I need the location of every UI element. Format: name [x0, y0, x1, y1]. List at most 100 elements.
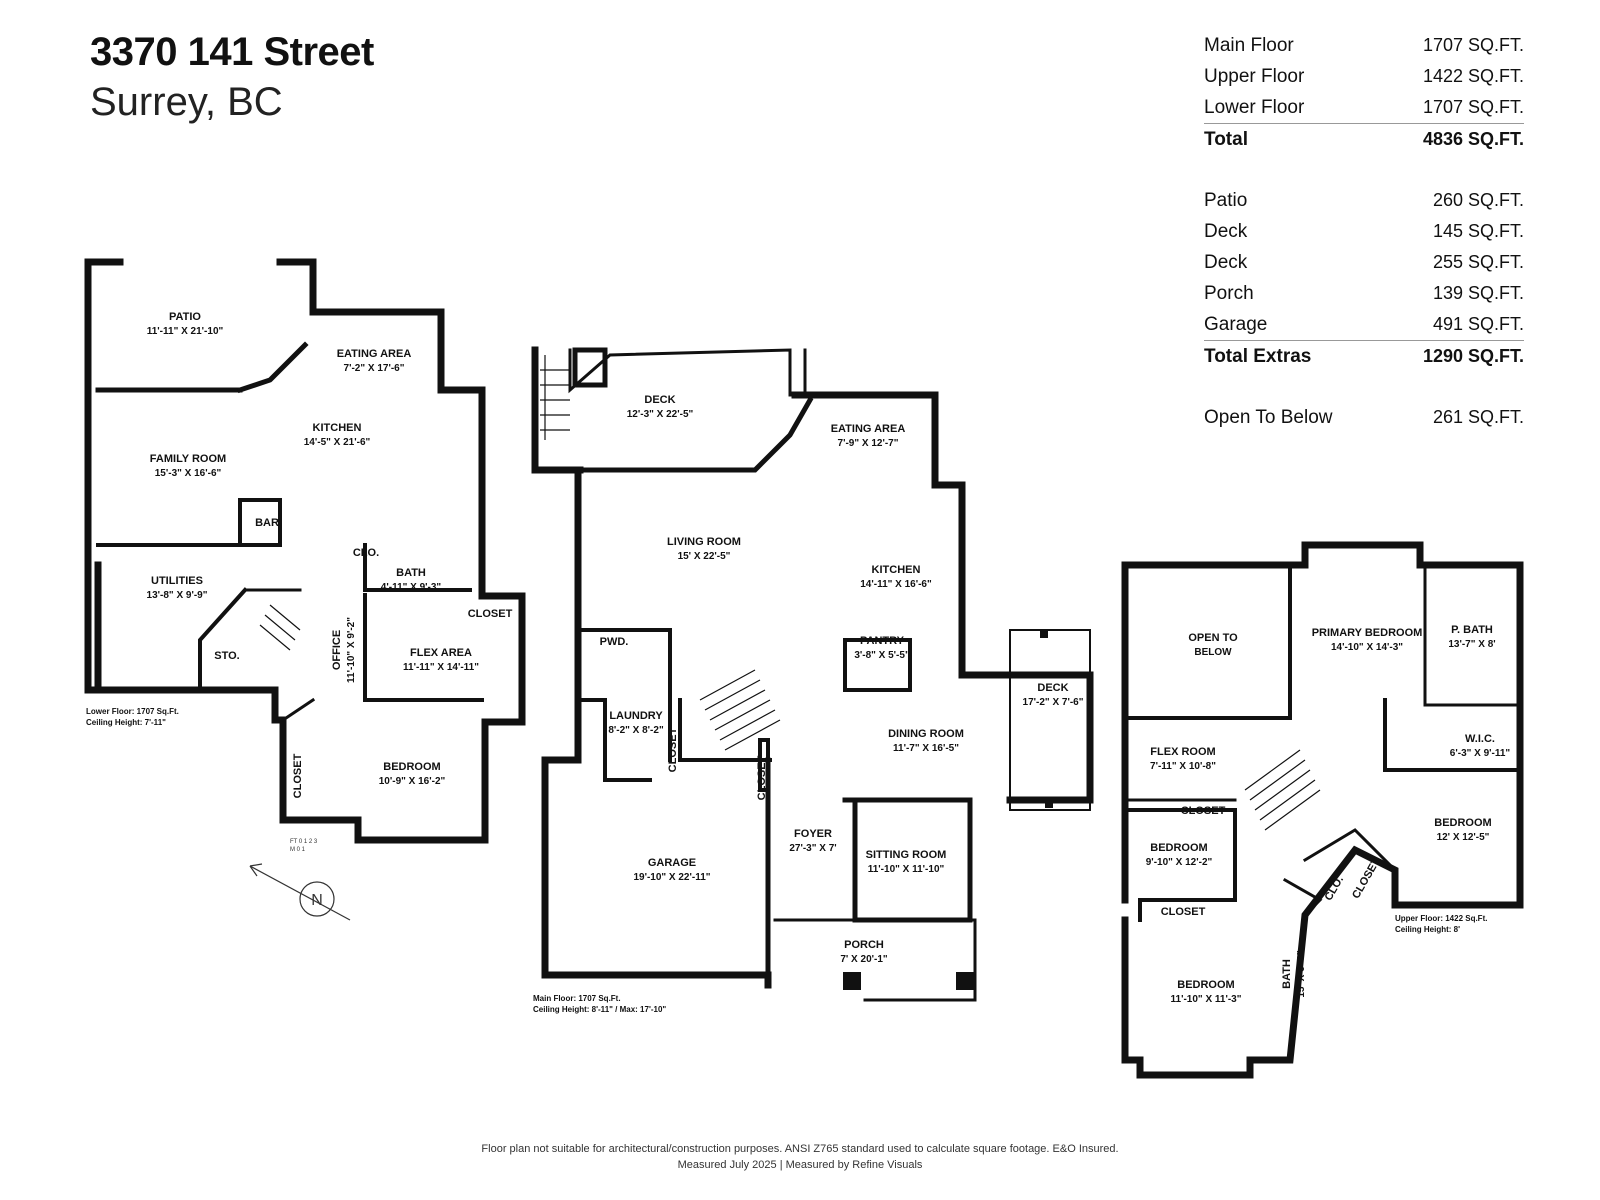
- lower-floor-sqft: Lower Floor: 1707 Sq.Ft.: [86, 707, 179, 716]
- room-name: CLOSET: [468, 608, 513, 620]
- room-name: STO.: [214, 650, 239, 662]
- room-name: PRIMARY BEDROOM: [1312, 627, 1423, 639]
- room-label-closet: CLOSET: [1181, 805, 1226, 817]
- room-name: BEDROOM: [1434, 817, 1491, 829]
- room-name: PWD.: [600, 636, 629, 648]
- total-value: 4836 SQ.FT.: [1422, 129, 1524, 149]
- room-name: BATH: [1281, 959, 1293, 989]
- room-dimensions: 11'-10" X 9'-2": [346, 617, 357, 683]
- room-name: P. BATH: [1451, 624, 1493, 636]
- room-label-w-i-c: W.I.C.6'-3" X 9'-11": [1450, 733, 1511, 759]
- room-label-closet: CLOSET: [756, 755, 768, 800]
- room-name: OPEN TO: [1188, 632, 1238, 644]
- room-label-clo: CLO.: [353, 547, 379, 559]
- address-title: 3370 141 Street: [90, 30, 374, 74]
- room-dimensions: 7'-9" X 12'-7": [838, 438, 899, 449]
- room-label-closet: CLOSET: [667, 727, 679, 772]
- main-floor-sqft: Main Floor: 1707 Sq.Ft.: [533, 994, 621, 1003]
- room-name: BEDROOM: [383, 761, 440, 773]
- north-compass: [249, 863, 351, 921]
- footer-disclaimer: Floor plan not suitable for architectura…: [481, 1143, 1119, 1155]
- room-dimensions: 17'-2" X 7'-6": [1023, 697, 1084, 708]
- room-name: BATH: [396, 567, 426, 579]
- extra-value: 139 SQ.FT.: [1432, 283, 1524, 303]
- room-dimensions: 14'-10" X 14'-3": [1331, 642, 1403, 653]
- room-label-sto: STO.: [214, 650, 239, 662]
- room-name: LAUNDRY: [609, 710, 663, 722]
- upper-floor-note: Upper Floor: 1422 Sq.Ft. Ceiling Height:…: [1395, 913, 1487, 935]
- main-floor-note: Main Floor: 1707 Sq.Ft. Ceiling Height: …: [533, 993, 666, 1015]
- open-below-label: Open To Below: [1204, 406, 1333, 428]
- extra-value: 145 SQ.FT.: [1432, 221, 1524, 241]
- room-dimensions: 13'-7" X 8': [1448, 639, 1495, 650]
- room-name: BEDROOM: [1150, 842, 1207, 854]
- room-label-bedroom: BEDROOM 9'-10" X 12'-2": [1146, 842, 1213, 868]
- room-name: CLO.: [353, 547, 379, 559]
- room-dimensions: 10'-9" X 16'-2": [379, 776, 446, 787]
- room-dimensions: 27'-3" X 7': [789, 843, 836, 854]
- room-name: DECK: [644, 394, 675, 406]
- room-name: BEDROOM: [1177, 979, 1234, 991]
- stairs-main: [259, 355, 1321, 831]
- room-name: FLEX AREA: [410, 647, 472, 659]
- room-name: CLOSET: [1161, 906, 1206, 918]
- room-name: PANTRY: [860, 635, 905, 647]
- porch-post: [956, 972, 974, 990]
- room-dimensions: 11'-10" X 11'-10": [868, 864, 945, 875]
- room-dimensions: 7'-11" X 10'-8": [1150, 761, 1216, 772]
- extra-value: 260 SQ.FT.: [1432, 190, 1524, 210]
- room-label-closet: CLOSET: [292, 753, 304, 798]
- room-dimensions: 12'-3" X 22'-5": [627, 409, 694, 420]
- room-dimensions: 6'-3" X 9'-11": [1450, 748, 1511, 759]
- footer: Floor plan not suitable for architectura…: [0, 1141, 1600, 1173]
- upper-floor-ceiling: Ceiling Height: 8': [1395, 925, 1461, 934]
- extra-value: 491 SQ.FT.: [1432, 314, 1524, 334]
- room-label-pwd: PWD.: [600, 636, 629, 648]
- room-dimensions: 15'-3" X 16'-6": [155, 468, 222, 479]
- room-name: EATING AREA: [831, 423, 906, 435]
- room-dimensions: 13'-8" X 9'-9": [147, 590, 208, 601]
- open-below-value: 261 SQ.FT.: [1432, 407, 1524, 427]
- city-subtitle: Surrey, BC: [90, 80, 283, 124]
- room-dimensions: 19'-10" X 22'-11": [633, 872, 710, 883]
- room-label-closet: CLOSET: [468, 608, 513, 620]
- main-floor-ceiling: Ceiling Height: 8'-11" / Max: 17'-10": [533, 1005, 667, 1014]
- room-dimensions: 7'-2" X 17'-6": [344, 363, 405, 374]
- room-name: CLOSET: [292, 753, 304, 798]
- room-dimensions: 11'-10" X 11'-3": [1171, 994, 1242, 1005]
- room-dimensions: 7' X 20'-1": [840, 954, 888, 965]
- porch-post: [843, 972, 861, 990]
- room-name: LIVING ROOM: [667, 536, 741, 548]
- open-below-row: Open To Below 261 SQ.FT.: [1204, 402, 1524, 433]
- room-name: CLOSET: [667, 727, 679, 772]
- room-dimensions: 9'-10" X 12'-2": [1146, 857, 1213, 868]
- room-label-sitting-room: SITTING ROOM 11'-10" X 11'-10": [866, 849, 947, 875]
- room-name: OFFICE: [331, 630, 343, 670]
- lower-floor-ceiling: Ceiling Height: 7'-11": [86, 718, 166, 727]
- upper-floor-walls: [1121, 541, 1524, 1079]
- total-extras-value: 1290 SQ.FT.: [1422, 346, 1524, 366]
- extra-value: 255 SQ.FT.: [1432, 252, 1524, 272]
- area-label: Lower Floor: [1204, 96, 1305, 118]
- room-name: SITTING ROOM: [866, 849, 947, 861]
